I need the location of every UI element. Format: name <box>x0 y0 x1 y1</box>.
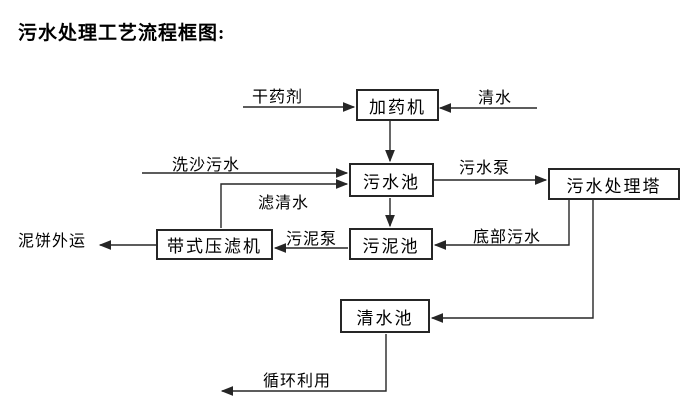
edge-label-recycle: 循环利用 <box>263 373 332 390</box>
edge-recycle-arrow <box>220 334 387 396</box>
node-sewage-pool: 污水池 <box>349 163 434 197</box>
node-dosing-machine: 加药机 <box>356 89 439 121</box>
edge-label-sand-washing-sewage: 洗沙污水 <box>172 157 241 174</box>
edge-label-clean-water: 清水 <box>478 90 513 107</box>
node-treatment-tower: 污水处理塔 <box>548 168 680 200</box>
edge-label-sludge-pump: 污泥泵 <box>286 231 338 248</box>
node-sludge-pool: 污泥池 <box>349 228 433 260</box>
node-belt-filter-press: 带式压滤机 <box>156 229 273 260</box>
edge-label-sewage-pump: 污水泵 <box>459 160 511 177</box>
edge-bottom-sewage-arrow <box>433 200 570 250</box>
edge-label-filtered-water: 滤清水 <box>258 195 310 212</box>
edge-label-dry-chemical: 干药剂 <box>252 89 304 106</box>
edge-filtered-water-arrow <box>220 179 349 228</box>
node-clean-water-pool: 清水池 <box>340 299 430 333</box>
edge-tower-to-clean-arrow <box>430 200 594 323</box>
edge-label-bottom-sewage: 底部污水 <box>473 229 542 246</box>
edge-label-mud-cake-out: 泥饼外运 <box>18 233 87 250</box>
page-title: 污水处理工艺流程框图: <box>18 23 226 44</box>
